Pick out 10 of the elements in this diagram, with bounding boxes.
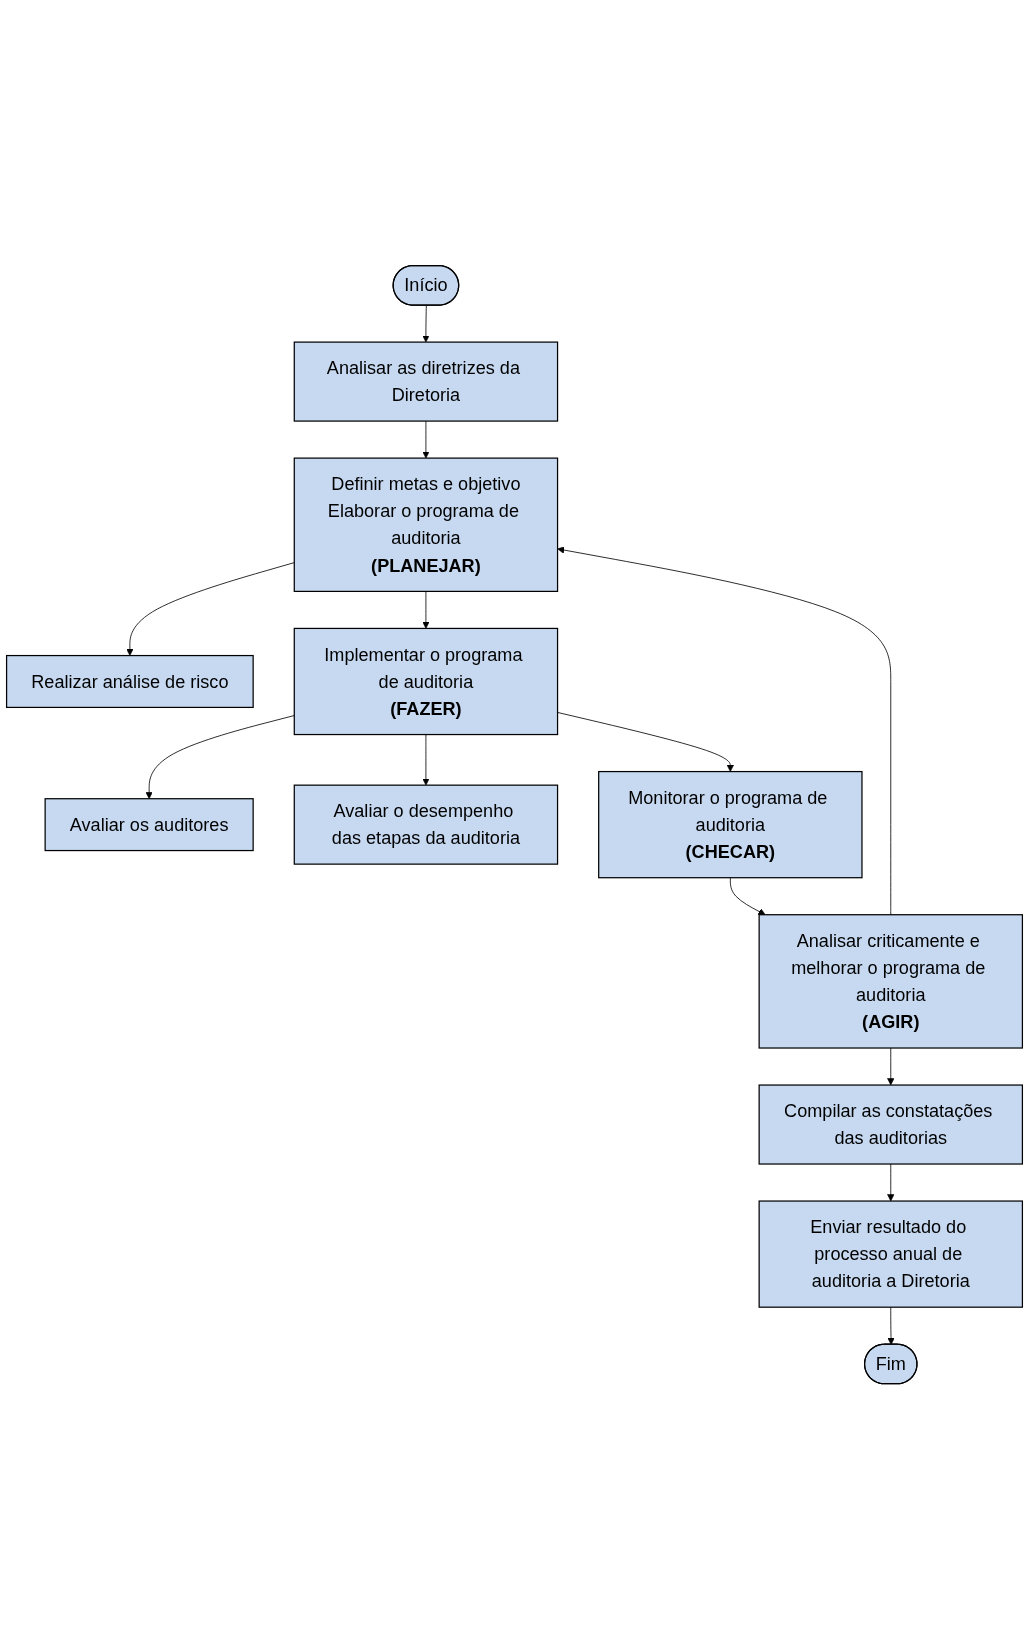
node-box: Avaliar os auditores bbox=[44, 798, 254, 852]
node-box: Monitorar o programa de auditoria (CHECAR) bbox=[598, 771, 863, 879]
node-box: Avaliar o desempenho das etapas da auditoria bbox=[293, 784, 559, 866]
node-box: Definir metas e objetivo Elaborar o programa de auditoria (PLANEJAR) bbox=[293, 457, 559, 593]
node-box: Realizar análise de risco bbox=[5, 655, 254, 709]
node-box: Compilar as constatações das auditorias bbox=[758, 1084, 1024, 1165]
node-box: Enviar resultado do processo anual de auditoria a Diretoria bbox=[758, 1200, 1024, 1309]
node-box: Analisar criticamente e melhorar o programa de auditoria (AGIR) bbox=[758, 914, 1024, 1049]
node-box: Analisar as diretrizes da Diretoria bbox=[293, 341, 559, 423]
node-box: Implementar o programa de auditoria (FAZER) bbox=[293, 628, 559, 736]
